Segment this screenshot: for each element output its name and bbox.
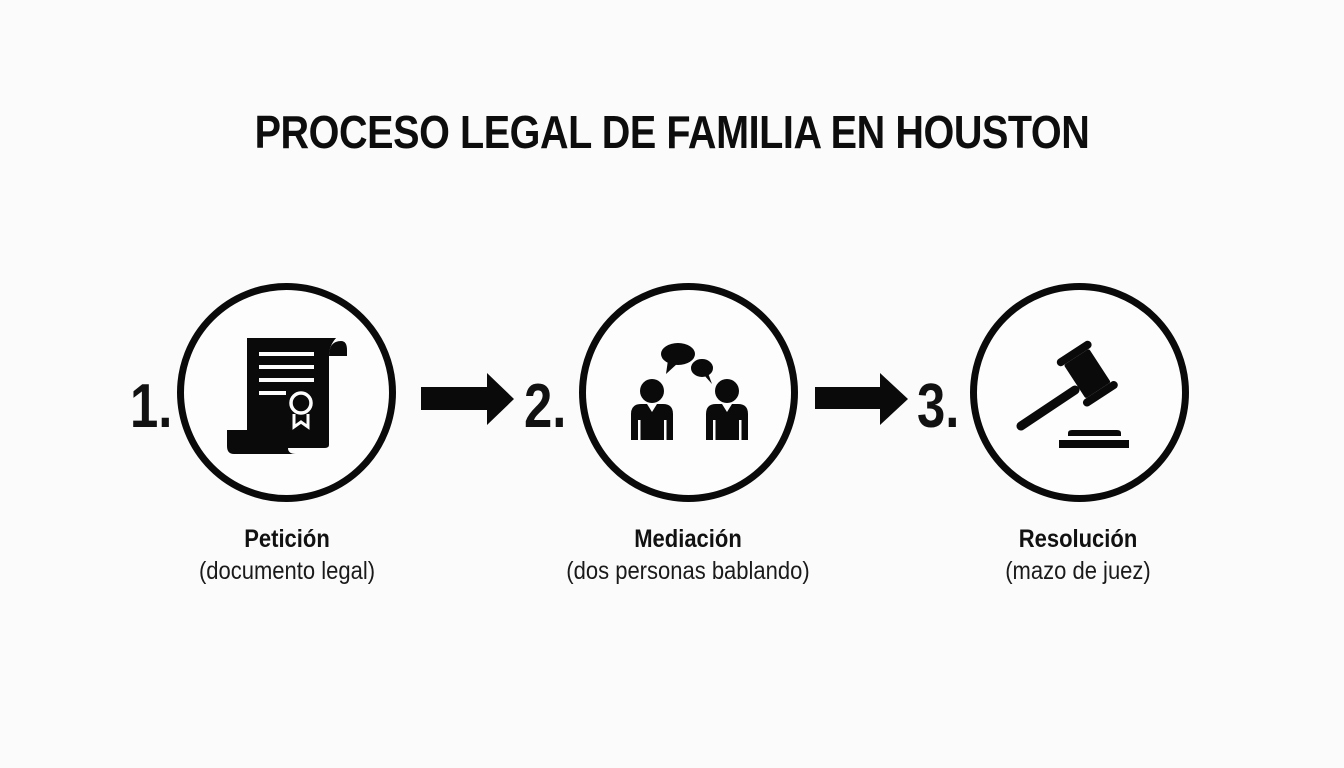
step-title: Resolución <box>1018 525 1138 553</box>
two-people-talking-icon <box>631 343 748 440</box>
step-description: (dos personas bablando) <box>566 557 810 585</box>
judge-gavel-icon <box>1016 340 1129 448</box>
step-title: Petición <box>244 525 330 553</box>
step-label: Mediación (dos personas bablando) <box>518 524 858 588</box>
step-circle <box>970 283 1189 502</box>
page-title: PROCESO LEGAL DE FAMILIA EN HOUSTON <box>254 106 1090 158</box>
step-circle <box>579 283 798 502</box>
arrow-right-icon <box>421 373 514 425</box>
step-number: 1. <box>130 372 173 441</box>
step-description: (documento legal) <box>198 557 376 585</box>
step-label: Petición (documento legal) <box>117 524 457 588</box>
step-number: 3. <box>917 372 960 441</box>
step-title: Mediación <box>634 525 742 553</box>
legal-document-scroll-icon <box>227 338 347 454</box>
arrow-right-icon <box>815 373 908 425</box>
step-label: Resolución (mazo de juez) <box>908 524 1248 588</box>
step-circle <box>177 283 396 502</box>
step-description: (mazo de juez) <box>1005 557 1151 585</box>
step-number: 2. <box>524 372 567 441</box>
